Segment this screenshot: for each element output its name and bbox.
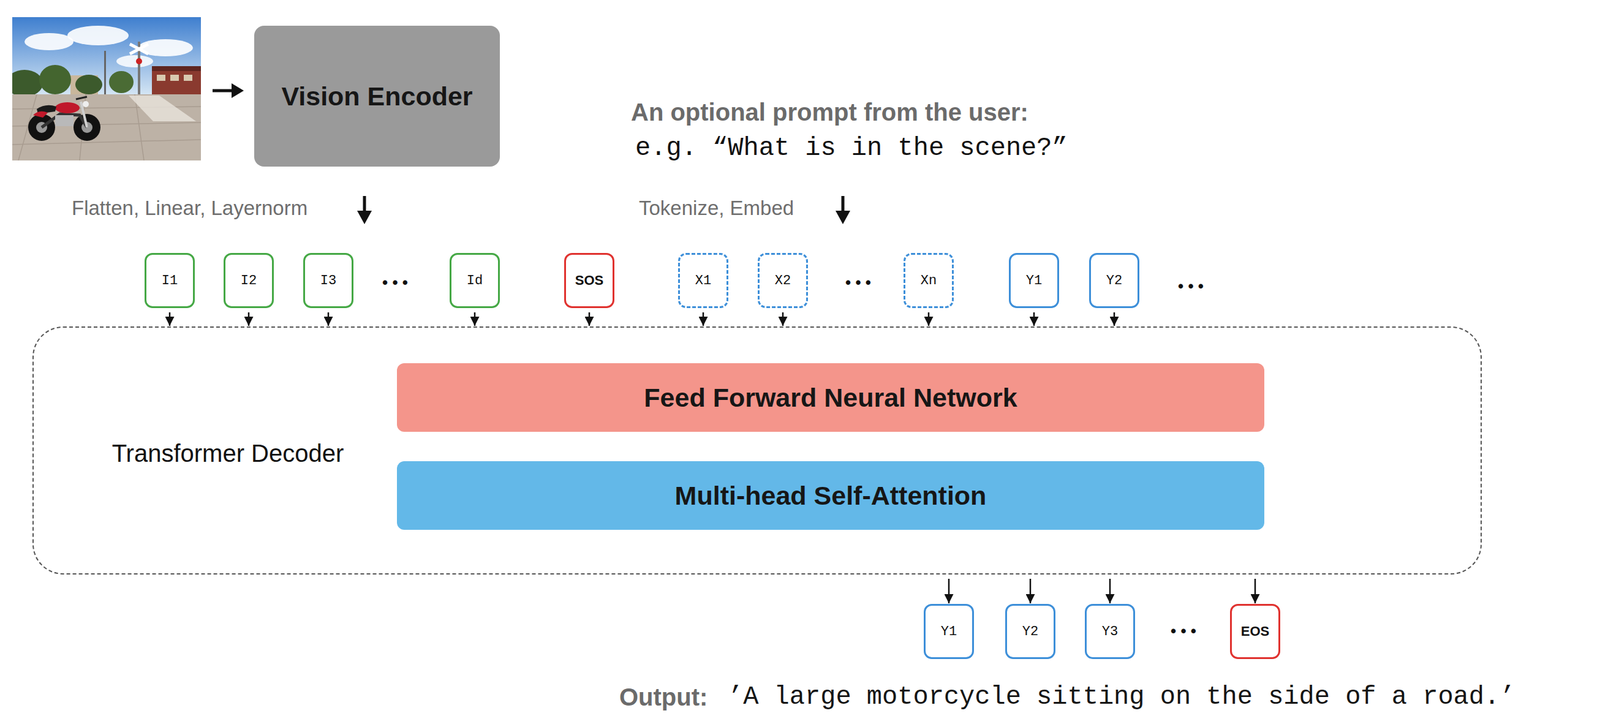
flow-arrow — [702, 312, 705, 326]
ellipsis: • • • — [845, 273, 872, 293]
output-token: Y2 — [1005, 603, 1056, 660]
flow-arrow — [1109, 578, 1112, 604]
node-label: Y1 — [940, 624, 957, 640]
node-label: SOS — [575, 272, 604, 289]
flow-arrow — [782, 312, 785, 326]
node-label: Y2 — [1106, 273, 1123, 289]
output-heading: Output: — [619, 683, 708, 712]
node-label: I1 — [161, 273, 178, 289]
encoder-box: Vision Encoder — [254, 25, 500, 167]
start-token: SOS — [564, 252, 615, 309]
flow-arrow — [841, 196, 845, 212]
block-title: Transformer Decoder — [105, 438, 351, 468]
node-label: Multi-head Self-Attention — [675, 480, 987, 511]
step-label: Tokenize, Embed — [638, 196, 794, 220]
flow-arrow — [474, 312, 476, 326]
image-token: I2 — [223, 252, 274, 309]
output-token: Y3 — [1084, 603, 1136, 660]
node-label: X2 — [774, 273, 791, 289]
output-token: Y1 — [923, 603, 974, 660]
node-label: I2 — [240, 273, 257, 289]
ellipsis: • • • — [1177, 277, 1204, 296]
flow-arrow — [363, 196, 367, 212]
node-label: Vision Encoder — [281, 81, 473, 112]
flow-arrow — [248, 312, 250, 326]
flow-arrow — [1113, 312, 1116, 326]
attention-layer: Multi-head Self-Attention — [396, 461, 1265, 530]
output-token: Y1 — [1008, 252, 1060, 309]
flow-arrow — [169, 312, 171, 326]
flow-arrow — [1254, 578, 1257, 604]
output-token: Y2 — [1089, 252, 1140, 309]
arrow-head — [231, 83, 244, 99]
image-token: I1 — [144, 252, 195, 309]
node-label: EOS — [1241, 623, 1270, 640]
node-label: Xn — [920, 273, 937, 289]
arrow-head — [835, 210, 851, 225]
node-label: Id — [466, 273, 483, 289]
flow-arrow — [948, 578, 951, 604]
ffn-layer: Feed Forward Neural Network — [396, 363, 1265, 432]
output-text: ’A large motorcycle sitting on the side … — [727, 682, 1515, 712]
node-label: X1 — [695, 273, 712, 289]
step-label: Flatten, Linear, Layernorm — [71, 196, 308, 220]
ellipsis: • • • — [1170, 622, 1197, 641]
decoder-block: Transformer Decoder Feed Forward Neural N… — [32, 326, 1482, 575]
ellipsis: • • • — [382, 273, 408, 293]
prompt-token: Xn — [903, 252, 954, 309]
arrow-head — [357, 210, 372, 225]
flow-arrow — [588, 312, 591, 326]
prompt-example: e.g. “What is in the scene?” — [635, 133, 1068, 163]
node-label: Y1 — [1026, 273, 1042, 289]
end-token: EOS — [1230, 603, 1281, 660]
flow-arrow — [928, 312, 930, 326]
node-label: Y3 — [1101, 624, 1118, 640]
image-token: I3 — [303, 252, 354, 309]
flow-arrow — [1033, 312, 1036, 326]
node-label: Y2 — [1022, 624, 1039, 640]
node-label: Feed Forward Neural Network — [643, 382, 1017, 413]
prompt-token: X2 — [757, 252, 808, 309]
scene-photo — [12, 17, 201, 161]
prompt-heading: An optional prompt from the user: — [630, 98, 1029, 127]
node-label: I3 — [320, 273, 337, 289]
flow-arrow — [212, 89, 233, 93]
flow-arrow — [327, 312, 330, 326]
image-token: Id — [449, 252, 500, 309]
flow-arrow — [1029, 578, 1032, 604]
prompt-token: X1 — [678, 252, 729, 309]
